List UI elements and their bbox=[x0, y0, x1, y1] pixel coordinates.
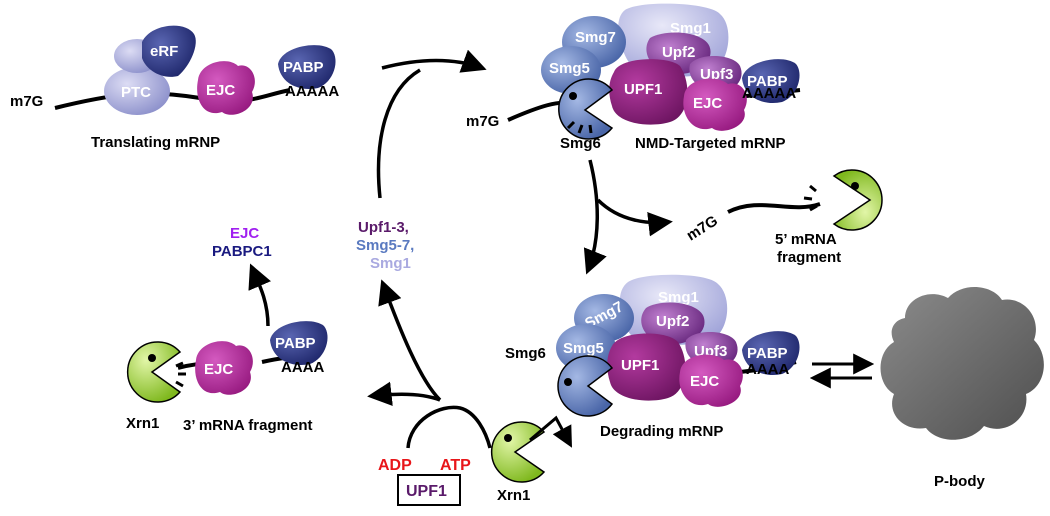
smg5-label: Smg5 bbox=[563, 340, 604, 357]
polya-label: AAAAA bbox=[285, 83, 339, 100]
xrn1-release-arrow bbox=[529, 415, 572, 448]
smg7-label: Smg7 bbox=[575, 29, 616, 46]
degradation-arrow bbox=[583, 159, 607, 275]
ejc-shape bbox=[195, 341, 253, 395]
smg6-label: Smg6 bbox=[505, 345, 546, 362]
mrna-strand bbox=[727, 202, 821, 214]
released-ejc-label: EJC bbox=[230, 225, 259, 242]
ejc-label: EJC bbox=[204, 361, 233, 378]
degrading-caption: Degrading mRNP bbox=[600, 423, 723, 440]
polya-label: AAAA bbox=[281, 359, 324, 376]
upf2-shape bbox=[641, 302, 705, 345]
ejc-label: EJC bbox=[206, 82, 235, 99]
five-fragment-line1: 5’ mRNA bbox=[775, 231, 837, 248]
ejc-shape bbox=[683, 78, 747, 131]
nmd-targeted-mrnp: m7G Smg1 Smg7 Smg5 Upf2 UPF1 Upf3 EJC PA… bbox=[466, 3, 801, 152]
recycle-join-arrow bbox=[376, 68, 421, 199]
cap-label: m7G bbox=[466, 113, 499, 130]
xrn1-label: Xrn1 bbox=[497, 487, 530, 504]
atp-label: ATP bbox=[440, 457, 471, 474]
xrn1-label: Xrn1 bbox=[126, 415, 159, 432]
recycle-line2: Smg5-7, bbox=[356, 237, 414, 254]
smg6-label: Smg6 bbox=[560, 135, 601, 152]
xrn1-pacman-icon bbox=[126, 341, 186, 403]
upf2-label: Upf2 bbox=[662, 44, 695, 61]
upf1-box bbox=[397, 474, 461, 506]
released-pabpc1-label: PABPC1 bbox=[212, 243, 272, 260]
to-three-fragment-arrow bbox=[367, 381, 441, 407]
five-fragment-arrow bbox=[596, 198, 673, 237]
three-prime-fragment: EJC PABP AAAA Xrn1 3’ mRNA fragment bbox=[126, 321, 328, 434]
smg5-label: Smg5 bbox=[549, 60, 590, 77]
recycle-up-arrow bbox=[378, 279, 442, 402]
cap-label: m7G bbox=[684, 212, 721, 244]
atp-hydrolysis-arc bbox=[406, 405, 492, 449]
pabp-label: PABP bbox=[747, 345, 788, 362]
xrn1-pacman-icon bbox=[490, 421, 546, 483]
pabp-label: PABP bbox=[747, 73, 788, 90]
erf-shape bbox=[142, 25, 196, 77]
recycle-line3: Smg1 bbox=[370, 255, 411, 272]
pabp-shape bbox=[742, 331, 800, 375]
upf1-label: UPF1 bbox=[621, 357, 659, 374]
recycle-line1: Upf1-3, bbox=[358, 219, 409, 236]
upf1-shape bbox=[607, 333, 686, 401]
smg6-pacman-icon bbox=[557, 355, 614, 417]
ptc-label: PTC bbox=[121, 84, 151, 101]
release-arrow bbox=[248, 263, 271, 327]
cap-label: m7G bbox=[10, 93, 43, 110]
smg1-label: Smg1 bbox=[658, 289, 699, 306]
degrading-mrnp: Smg1 Smg7 Smg5 Upf2 UPF1 Upf3 EJC PABP A… bbox=[490, 274, 800, 504]
pabp-shape bbox=[270, 321, 328, 365]
upf1-atp-label: UPF1 bbox=[406, 483, 447, 500]
five-prime-fragment: m7G 5’ mRNA fragment bbox=[684, 169, 883, 266]
three-fragment-caption: 3’ mRNA fragment bbox=[183, 417, 312, 434]
pabp-shape bbox=[278, 45, 336, 89]
upf1-label: UPF1 bbox=[624, 81, 662, 98]
adp-label: ADP bbox=[378, 457, 412, 474]
pabp-label: PABP bbox=[283, 59, 324, 76]
pabp-label: PABP bbox=[275, 335, 316, 352]
targeted-caption: NMD-Targeted mRNP bbox=[635, 135, 786, 152]
translating-mrnp: m7G PTC eRF EJC PABP AAAAA Translating m… bbox=[10, 25, 339, 151]
ejc-label: EJC bbox=[693, 95, 722, 112]
pabp-shape bbox=[742, 59, 800, 103]
ejc-label: EJC bbox=[690, 373, 719, 390]
upf1-shape bbox=[609, 59, 688, 125]
translating-caption: Translating mRNP bbox=[91, 134, 220, 151]
smg6-pacman-icon bbox=[558, 78, 614, 140]
erf-label: eRF bbox=[150, 43, 178, 60]
ejc-shape bbox=[679, 354, 743, 407]
upf2-label: Upf2 bbox=[656, 313, 689, 330]
polya-label: AAAA bbox=[746, 361, 789, 378]
p-body-label: P-body bbox=[934, 473, 985, 490]
polya-label: AAAAA bbox=[742, 85, 796, 102]
ejc-shape bbox=[197, 61, 255, 115]
five-fragment-line2: fragment bbox=[777, 249, 841, 266]
p-body-cloud-icon bbox=[880, 286, 1044, 440]
targeting-arrow bbox=[381, 49, 487, 73]
xrn1-pacman-icon bbox=[803, 169, 883, 231]
mrna-strand bbox=[54, 88, 291, 110]
